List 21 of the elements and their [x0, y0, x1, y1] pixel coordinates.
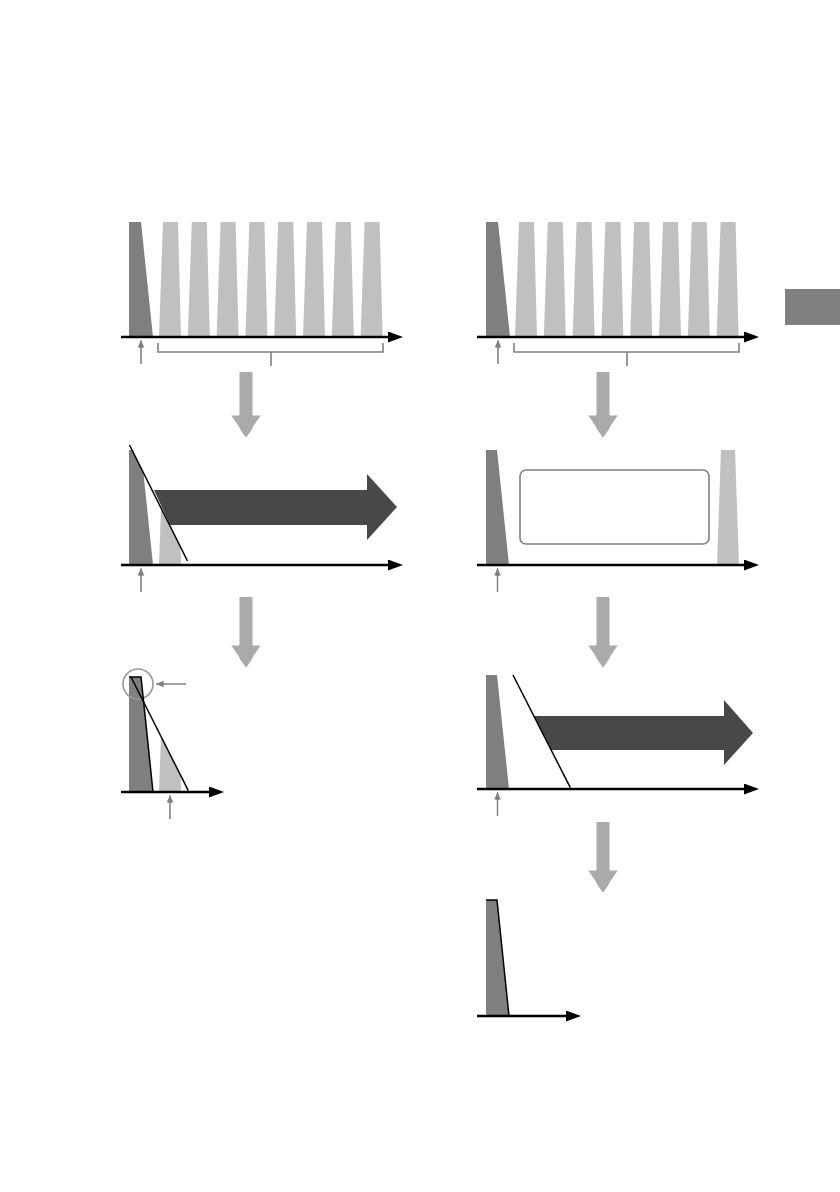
flow-arrow	[588, 597, 618, 667]
pointer-arrow	[494, 567, 501, 592]
flash-pulse	[129, 450, 153, 565]
highlight-circle	[122, 668, 154, 700]
flash-pulse	[129, 222, 153, 337]
pointer-arrow	[137, 339, 145, 364]
flash-pulse	[486, 675, 509, 789]
pointer-arrow	[494, 339, 502, 364]
rounded-frame	[519, 469, 710, 545]
pointer-arrow	[166, 794, 174, 819]
pointer-arrow	[494, 791, 501, 816]
flow-arrow	[231, 372, 261, 437]
flow-arrow	[588, 372, 618, 437]
flow-arrow	[588, 822, 618, 892]
flash-pulse	[159, 736, 181, 792]
pointer-arrow	[155, 680, 186, 688]
flash-pulse	[159, 508, 181, 565]
flow-arrow	[231, 597, 261, 667]
pointer-arrow	[137, 567, 145, 592]
flash-pulse	[486, 450, 509, 565]
flash-pulse	[486, 222, 510, 337]
